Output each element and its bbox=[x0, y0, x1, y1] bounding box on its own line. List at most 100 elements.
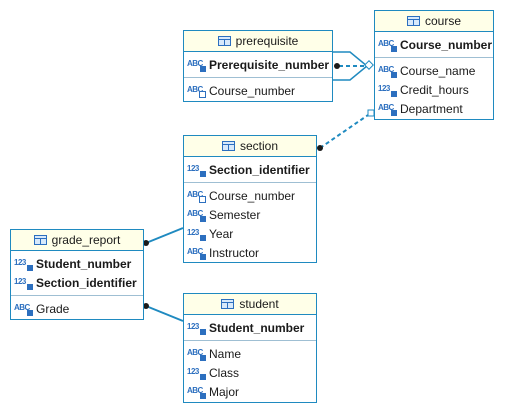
link-prerequisite-course bbox=[333, 51, 374, 81]
key-badge-icon bbox=[200, 253, 206, 260]
column-name: Grade bbox=[36, 301, 70, 316]
column-name: Section_identifier bbox=[36, 275, 137, 290]
entity-name: course bbox=[424, 14, 462, 28]
key-badge-icon bbox=[200, 170, 206, 177]
link-gradereport-section bbox=[143, 227, 184, 246]
column-name: Name bbox=[209, 346, 242, 361]
key-badge-icon bbox=[200, 65, 206, 72]
numeric-type-icon: 123 bbox=[187, 164, 206, 177]
key-badge-icon bbox=[391, 109, 397, 116]
text-type-icon: ABC bbox=[187, 247, 206, 260]
entity-name: prerequisite bbox=[235, 34, 299, 48]
key-badge-icon bbox=[27, 309, 33, 316]
numeric-type-icon: 123 bbox=[187, 367, 206, 380]
table-icon bbox=[217, 36, 231, 46]
key-badge-icon bbox=[200, 373, 206, 380]
column-name: Instructor bbox=[209, 245, 260, 260]
text-type-icon: ABC bbox=[187, 348, 206, 361]
table-icon bbox=[221, 299, 235, 309]
numeric-type-icon: 123 bbox=[14, 277, 33, 290]
column-name: Department bbox=[400, 101, 463, 116]
numeric-type-icon: 123 bbox=[187, 228, 206, 241]
link-section-course bbox=[317, 109, 375, 151]
text-type-icon: ABC bbox=[187, 59, 206, 72]
column-name: Major bbox=[209, 384, 240, 399]
column-name: Course_name bbox=[400, 63, 476, 78]
text-type-icon: ABC bbox=[378, 65, 397, 78]
entity-title: course bbox=[375, 11, 493, 32]
key-badge-icon bbox=[200, 392, 206, 399]
text-type-icon: ABC bbox=[187, 190, 206, 203]
table-icon bbox=[33, 235, 47, 245]
key-badge-icon bbox=[27, 264, 33, 271]
entity-name: grade_report bbox=[51, 233, 121, 247]
text-type-icon: ABC bbox=[187, 85, 206, 98]
key-badge-icon bbox=[200, 328, 206, 335]
column-name: Student_number bbox=[209, 320, 305, 335]
table-icon bbox=[221, 141, 235, 151]
key-badge-icon bbox=[391, 90, 397, 97]
key-badge-icon bbox=[200, 215, 206, 222]
column-name: Semester bbox=[209, 207, 261, 222]
key-badge-icon bbox=[391, 45, 397, 52]
entity-name: student bbox=[239, 297, 279, 311]
key-badge-icon bbox=[27, 283, 33, 290]
key-badge-icon bbox=[200, 234, 206, 241]
column-name: Class bbox=[209, 365, 240, 380]
text-type-icon: ABC bbox=[187, 209, 206, 222]
column-name: Course_number bbox=[400, 37, 493, 52]
key-badge-icon bbox=[200, 354, 206, 361]
entity-title: grade_report bbox=[11, 230, 143, 251]
entity-title: prerequisite bbox=[184, 31, 332, 52]
entity-title: student bbox=[184, 294, 316, 315]
foreign-key-badge-icon bbox=[199, 90, 206, 98]
numeric-type-icon: 123 bbox=[187, 322, 206, 335]
column-name: Year bbox=[209, 226, 234, 241]
column-name: Course_number bbox=[209, 188, 296, 203]
foreign-key-badge-icon bbox=[199, 195, 206, 203]
entity-title: section bbox=[184, 136, 316, 157]
text-type-icon: ABC bbox=[378, 103, 397, 116]
column-name: Student_number bbox=[36, 256, 132, 271]
text-type-icon: ABC bbox=[187, 386, 206, 399]
column-name: Course_number bbox=[209, 83, 296, 98]
key-badge-icon bbox=[391, 71, 397, 78]
column-name: Prerequisite_number bbox=[209, 57, 330, 72]
text-type-icon: ABC bbox=[14, 303, 33, 316]
numeric-type-icon: 123 bbox=[14, 258, 33, 271]
entity-name: section bbox=[239, 139, 279, 153]
